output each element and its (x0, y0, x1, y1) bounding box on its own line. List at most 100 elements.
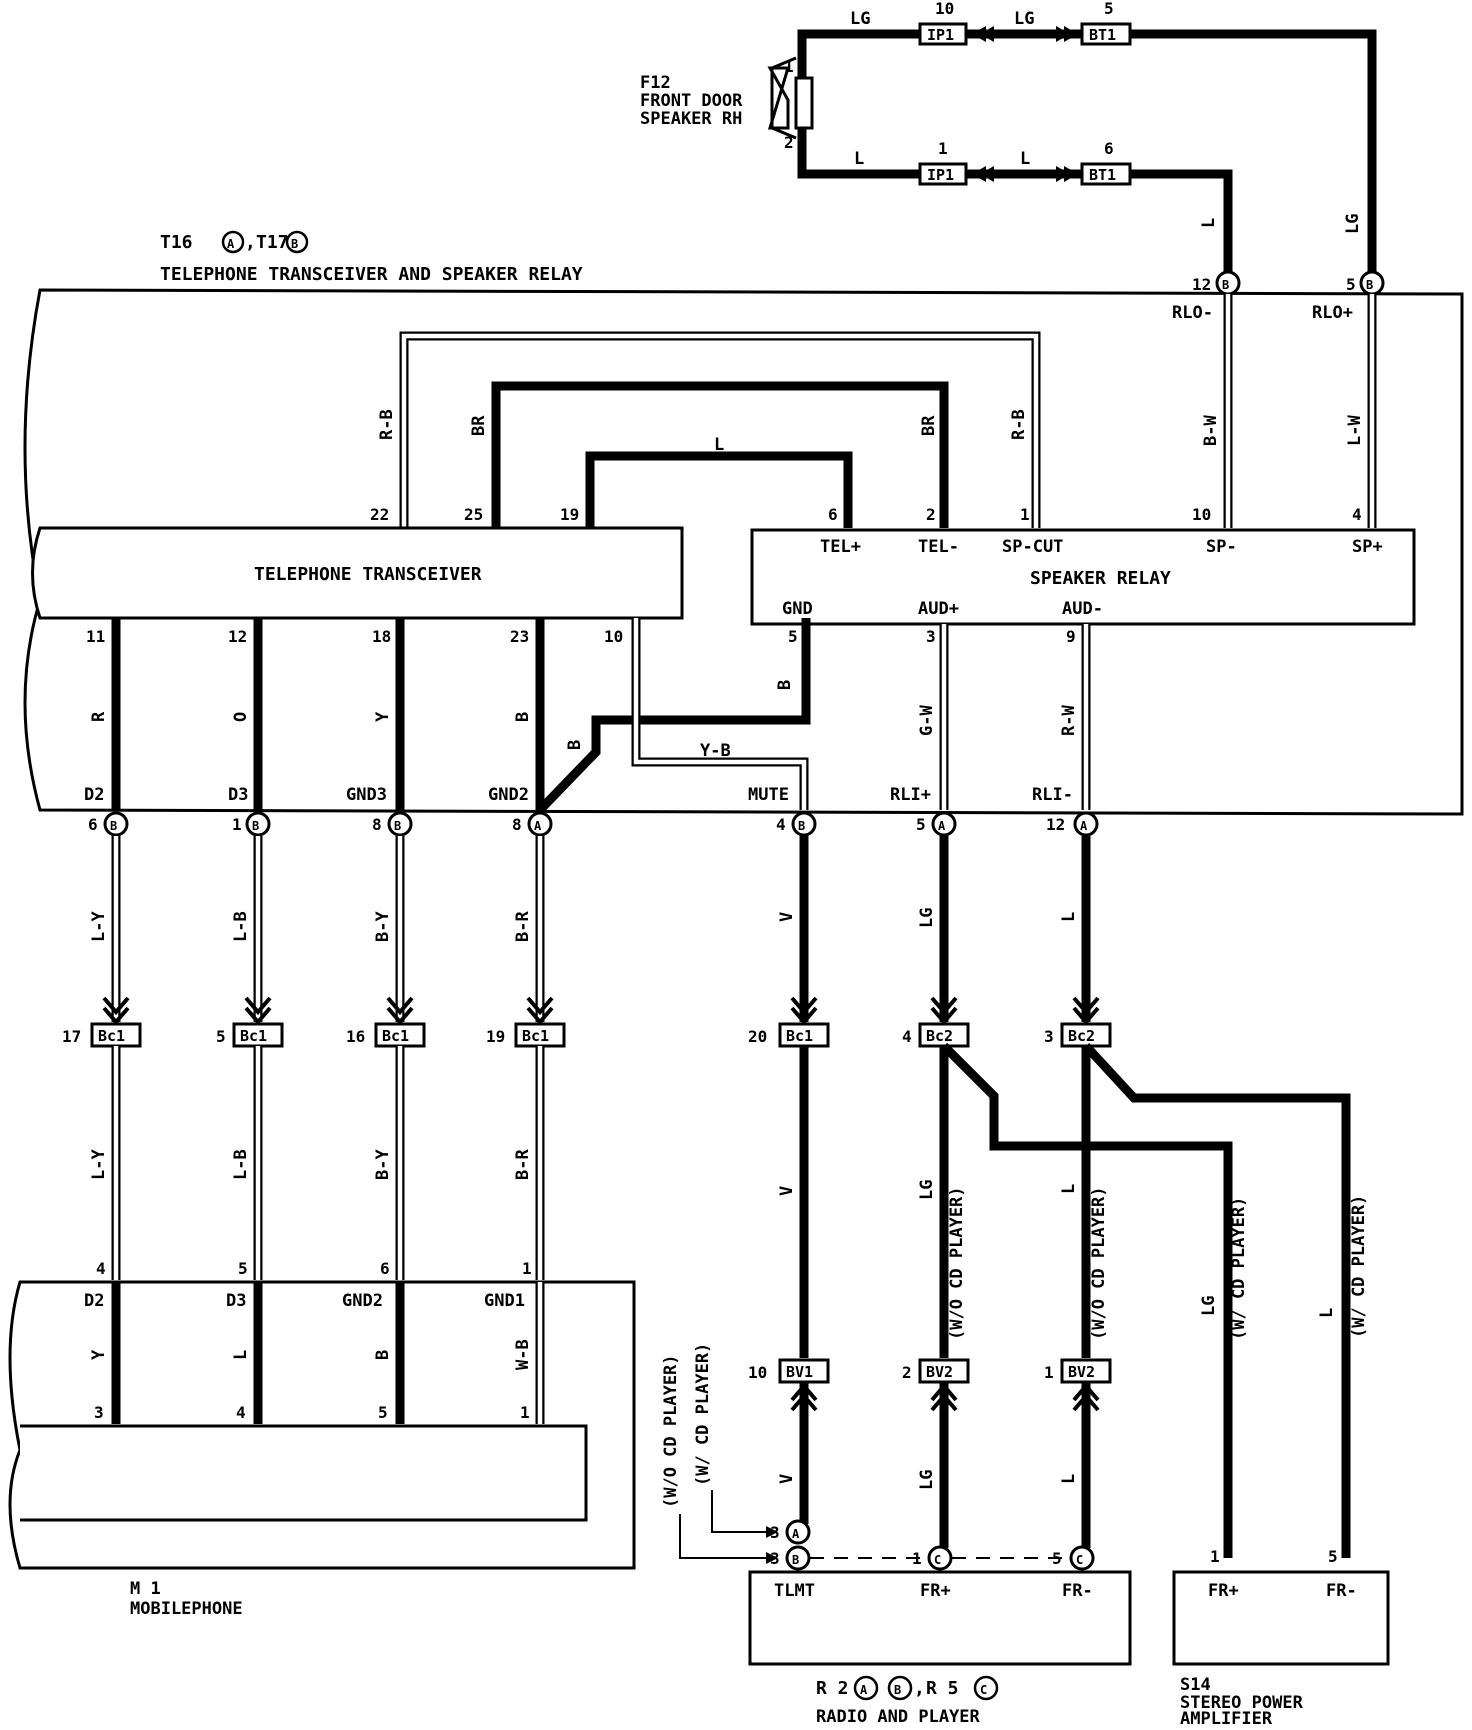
transceiver-module-title: T16 A , T17 B TELEPHONE TRANSCEIVER AND … (160, 230, 583, 285)
svg-text:12: 12 (1046, 815, 1065, 834)
speaker-relay-box: TEL+ TEL- SP-CUT SP- SP+ SPEAKER RELAY G… (750, 528, 1416, 626)
svg-text:L-B: L-B (231, 1149, 251, 1180)
svg-text:D2: D2 (84, 1291, 104, 1311)
svg-text:11: 11 (86, 627, 105, 646)
svg-text:A: A (860, 1683, 868, 1697)
svg-text:19: 19 (486, 1027, 505, 1046)
svg-text:4: 4 (236, 1403, 246, 1422)
svg-text:12: 12 (1192, 275, 1211, 294)
svg-text:5: 5 (238, 1259, 248, 1278)
svg-text:5: 5 (916, 815, 926, 834)
svg-text:Y: Y (89, 1349, 109, 1360)
svg-text:B-W: B-W (1201, 415, 1221, 446)
svg-text:L: L (231, 1350, 251, 1360)
svg-text:FR+: FR+ (920, 1581, 951, 1601)
svg-text:D3: D3 (228, 785, 248, 805)
svg-text:RLI+: RLI+ (890, 785, 931, 805)
connector-ip1-bottom: IP1 1 (918, 139, 994, 186)
svg-text:,: , (914, 1678, 925, 1699)
svg-text:1: 1 (784, 57, 794, 76)
svg-text:FR-: FR- (1062, 1581, 1093, 1601)
svg-text:10: 10 (1192, 505, 1211, 524)
svg-text:V: V (777, 1474, 797, 1484)
svg-text:TELEPHONE TRANSCEIVER AND SPEA: TELEPHONE TRANSCEIVER AND SPEAKER RELAY (160, 264, 583, 285)
svg-text:TELEPHONE TRANSCEIVER: TELEPHONE TRANSCEIVER (254, 564, 482, 585)
svg-text:Bc1: Bc1 (786, 1027, 813, 1045)
svg-text:D2: D2 (84, 785, 104, 805)
svg-text:5: 5 (1104, 0, 1114, 18)
svg-text:4: 4 (96, 1259, 106, 1278)
speaker-name-line1: FRONT DOOR (640, 91, 743, 111)
svg-text:LG: LG (850, 9, 870, 29)
svg-text:Bc2: Bc2 (926, 1027, 953, 1045)
svg-text:V: V (777, 912, 797, 922)
svg-text:1: 1 (1210, 1547, 1220, 1566)
svg-text:BV1: BV1 (786, 1363, 813, 1381)
svg-text:A: A (227, 237, 235, 251)
svg-text:L: L (1199, 218, 1219, 228)
svg-text:6: 6 (88, 815, 98, 834)
svg-text:5: 5 (216, 1027, 226, 1046)
svg-text:23: 23 (510, 627, 529, 646)
svg-text:MUTE: MUTE (748, 785, 789, 805)
svg-text:R-B: R-B (377, 409, 397, 440)
internal-wiring: R-B BR BR R-B L 22 25 19 6 2 1 (370, 331, 1041, 528)
svg-text:L: L (854, 149, 864, 169)
svg-text:AUD+: AUD+ (918, 599, 959, 619)
svg-text:RLO-: RLO- (1172, 303, 1213, 323)
svg-text:V: V (777, 1186, 797, 1196)
svg-text:5: 5 (378, 1403, 388, 1422)
svg-text:BV2: BV2 (926, 1363, 953, 1381)
svg-text:(W/ CD PLAYER): (W/ CD PLAYER) (1229, 1197, 1249, 1340)
svg-text:RLO+: RLO+ (1312, 303, 1353, 323)
svg-text:,: , (245, 232, 256, 253)
svg-text:(W/O CD PLAYER): (W/O CD PLAYER) (947, 1186, 967, 1340)
svg-text:3: 3 (1044, 1027, 1054, 1046)
front-door-speaker: F12 FRONT DOOR SPEAKER RH 1 2 (640, 56, 814, 152)
svg-text:T16: T16 (160, 232, 193, 253)
svg-text:TEL+: TEL+ (820, 537, 861, 557)
svg-text:1: 1 (1044, 1363, 1054, 1382)
svg-text:(W/ CD PLAYER): (W/ CD PLAYER) (1349, 1195, 1369, 1338)
svg-text:FR+: FR+ (1208, 1581, 1239, 1601)
svg-text:R-W: R-W (1059, 705, 1079, 736)
svg-text:T17: T17 (256, 232, 289, 253)
svg-text:8: 8 (372, 815, 382, 834)
speaker-name-line2: SPEAKER RH (640, 109, 742, 129)
svg-text:B-Y: B-Y (373, 1149, 393, 1180)
svg-text:B: B (252, 819, 259, 833)
svg-text:L: L (1059, 1184, 1079, 1194)
svg-text:RADIO AND PLAYER: RADIO AND PLAYER (816, 1707, 981, 1727)
svg-text:LG: LG (917, 908, 937, 928)
svg-text:R-B: R-B (1009, 409, 1029, 440)
svg-text:IP1: IP1 (927, 166, 954, 184)
svg-text:B: B (565, 740, 585, 750)
svg-text:B: B (513, 712, 533, 722)
svg-text:GND1: GND1 (484, 1291, 525, 1311)
svg-text:B: B (291, 237, 298, 251)
svg-text:B-R: B-R (513, 911, 533, 942)
svg-text:17: 17 (62, 1027, 81, 1046)
svg-text:L: L (1059, 912, 1079, 922)
svg-text:10: 10 (604, 627, 623, 646)
svg-text:Bc2: Bc2 (1068, 1027, 1095, 1045)
svg-text:B-R: B-R (513, 1149, 533, 1180)
svg-text:Bc1: Bc1 (522, 1027, 549, 1045)
svg-text:Bc1: Bc1 (240, 1027, 267, 1045)
svg-text:1: 1 (232, 815, 242, 834)
svg-text:2: 2 (926, 505, 936, 524)
svg-text:1: 1 (938, 139, 948, 158)
stereo-power-amplifier-unit: 1 5 FR+ FR- S14 STEREO POWER AMPLIFIER (1172, 1547, 1390, 1729)
svg-text:B: B (798, 819, 805, 833)
svg-text:(W/O CD PLAYER): (W/O CD PLAYER) (1089, 1186, 1109, 1340)
svg-text:B: B (1222, 278, 1229, 292)
svg-text:GND2: GND2 (488, 785, 529, 805)
svg-text:(W/O CD PLAYER): (W/O CD PLAYER) (661, 1354, 681, 1508)
svg-text:1: 1 (522, 1259, 532, 1278)
svg-text:LG: LG (1343, 214, 1363, 234)
svg-text:A: A (1080, 819, 1088, 833)
svg-text:C: C (934, 1553, 941, 1567)
svg-text:L: L (1020, 149, 1030, 169)
svg-text:TLMT: TLMT (774, 1581, 815, 1601)
